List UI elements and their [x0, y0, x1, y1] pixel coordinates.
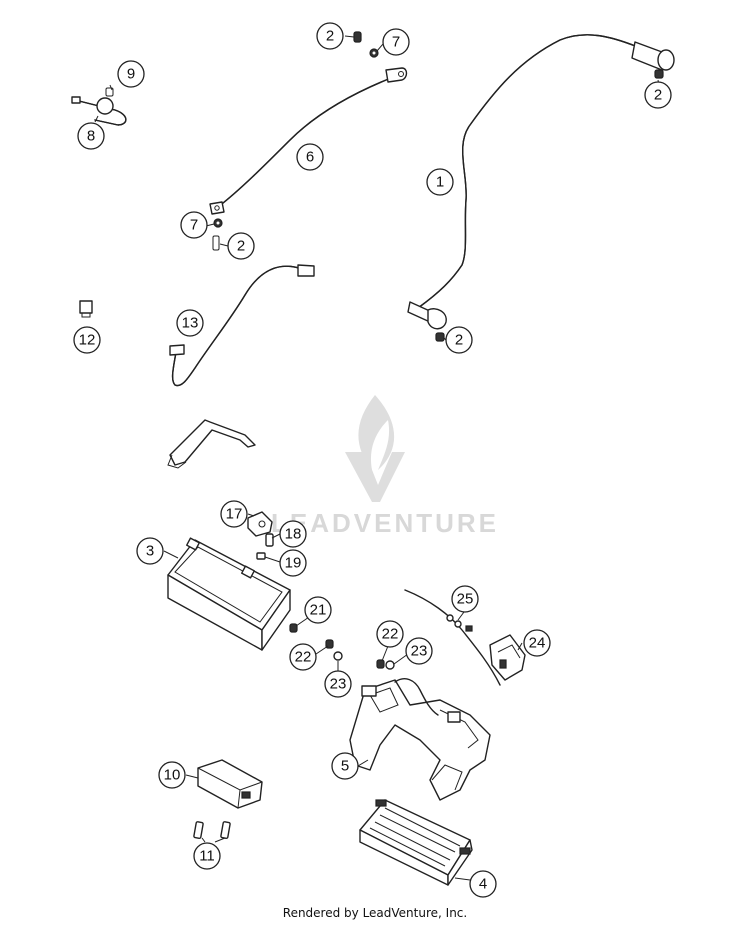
svg-text:23: 23: [330, 676, 347, 693]
battery-cable-icon: [169, 264, 315, 387]
svg-text:18: 18: [285, 526, 302, 543]
callout-4[interactable]: 4: [469, 870, 497, 898]
watermark-logo-icon: [345, 395, 405, 502]
terminal-icon: [247, 511, 273, 537]
callout-2-right[interactable]: 2: [644, 81, 672, 109]
callout-21[interactable]: 21: [304, 596, 332, 624]
callout-2-mid[interactable]: 2: [227, 232, 255, 260]
callout-5[interactable]: 5: [331, 752, 359, 780]
callout-1[interactable]: 1: [426, 168, 454, 196]
svg-text:2: 2: [455, 332, 463, 349]
svg-text:2: 2: [326, 28, 334, 45]
terminal-screw-icon: [265, 533, 274, 547]
svg-text:13: 13: [182, 315, 199, 332]
callout-25[interactable]: 25: [451, 585, 479, 613]
svg-text:5: 5: [341, 758, 349, 775]
callout-8[interactable]: 8: [77, 122, 105, 150]
bracket-icon: [349, 678, 491, 801]
battery-icon: [167, 537, 291, 651]
cover-icon: [197, 759, 263, 809]
footer-credit: Rendered by LeadVenture, Inc.: [282, 906, 468, 920]
callout-7-mid[interactable]: 7: [180, 211, 208, 239]
callout-23-left[interactable]: 23: [324, 670, 352, 698]
callout-7-top[interactable]: 7: [382, 28, 410, 56]
small-screw-icon: [105, 87, 114, 97]
svg-text:2: 2: [654, 87, 662, 104]
svg-text:17: 17: [226, 506, 243, 523]
callout-22-left[interactable]: 22: [289, 643, 317, 671]
screw-icon: [212, 31, 664, 342]
callout-12[interactable]: 12: [73, 326, 101, 354]
svg-text:7: 7: [190, 217, 198, 234]
callout-13[interactable]: 13: [176, 309, 204, 337]
callout-23-right[interactable]: 23: [405, 637, 433, 665]
svg-text:1: 1: [436, 174, 444, 191]
callout-22-right[interactable]: 22: [376, 620, 404, 648]
svg-text:25: 25: [457, 591, 474, 608]
callout-19[interactable]: 19: [279, 549, 307, 577]
callout-24[interactable]: 24: [523, 629, 551, 657]
svg-text:24: 24: [529, 635, 546, 652]
main-cable-icon: [407, 34, 675, 330]
relay-icon: [79, 300, 93, 318]
cable-tie-icon: [404, 589, 501, 686]
starter-relay-icon: [489, 634, 526, 681]
callout-2-top[interactable]: 2: [316, 22, 344, 50]
svg-text:6: 6: [306, 149, 314, 166]
svg-text:8: 8: [87, 128, 95, 145]
nut-icon: [256, 552, 266, 560]
callout-2-lower[interactable]: 2: [445, 326, 473, 354]
callout-9[interactable]: 9: [117, 60, 145, 88]
svg-text:12: 12: [79, 332, 96, 349]
svg-text:4: 4: [479, 876, 487, 893]
washer-icon: [213, 48, 379, 228]
svg-text:22: 22: [382, 626, 399, 643]
bolt-icon: [193, 821, 231, 840]
svg-text:11: 11: [199, 848, 215, 865]
svg-text:7: 7: [392, 34, 400, 51]
battery-holder-icon: [167, 419, 256, 469]
svg-text:3: 3: [146, 543, 154, 560]
callout-18[interactable]: 18: [279, 520, 307, 548]
svg-text:19: 19: [285, 555, 302, 572]
ground-cable-icon: [209, 67, 408, 215]
svg-text:21: 21: [310, 602, 327, 619]
svg-text:9: 9: [127, 66, 135, 83]
svg-text:23: 23: [411, 643, 428, 660]
callout-10[interactable]: 10: [158, 761, 186, 789]
callout-11[interactable]: 11: [193, 842, 221, 870]
callout-3[interactable]: 3: [136, 537, 164, 565]
callout-17[interactable]: 17: [220, 500, 248, 528]
svg-text:22: 22: [295, 649, 312, 666]
svg-text:2: 2: [237, 238, 245, 255]
svg-text:10: 10: [164, 767, 181, 784]
small-fasteners-icon: [289, 623, 395, 670]
watermark-text: LEADVENTURE: [271, 508, 499, 538]
callout-6[interactable]: 6: [296, 143, 324, 171]
connector-cable-icon: [71, 96, 127, 126]
voltage-regulator-icon: [359, 799, 473, 886]
